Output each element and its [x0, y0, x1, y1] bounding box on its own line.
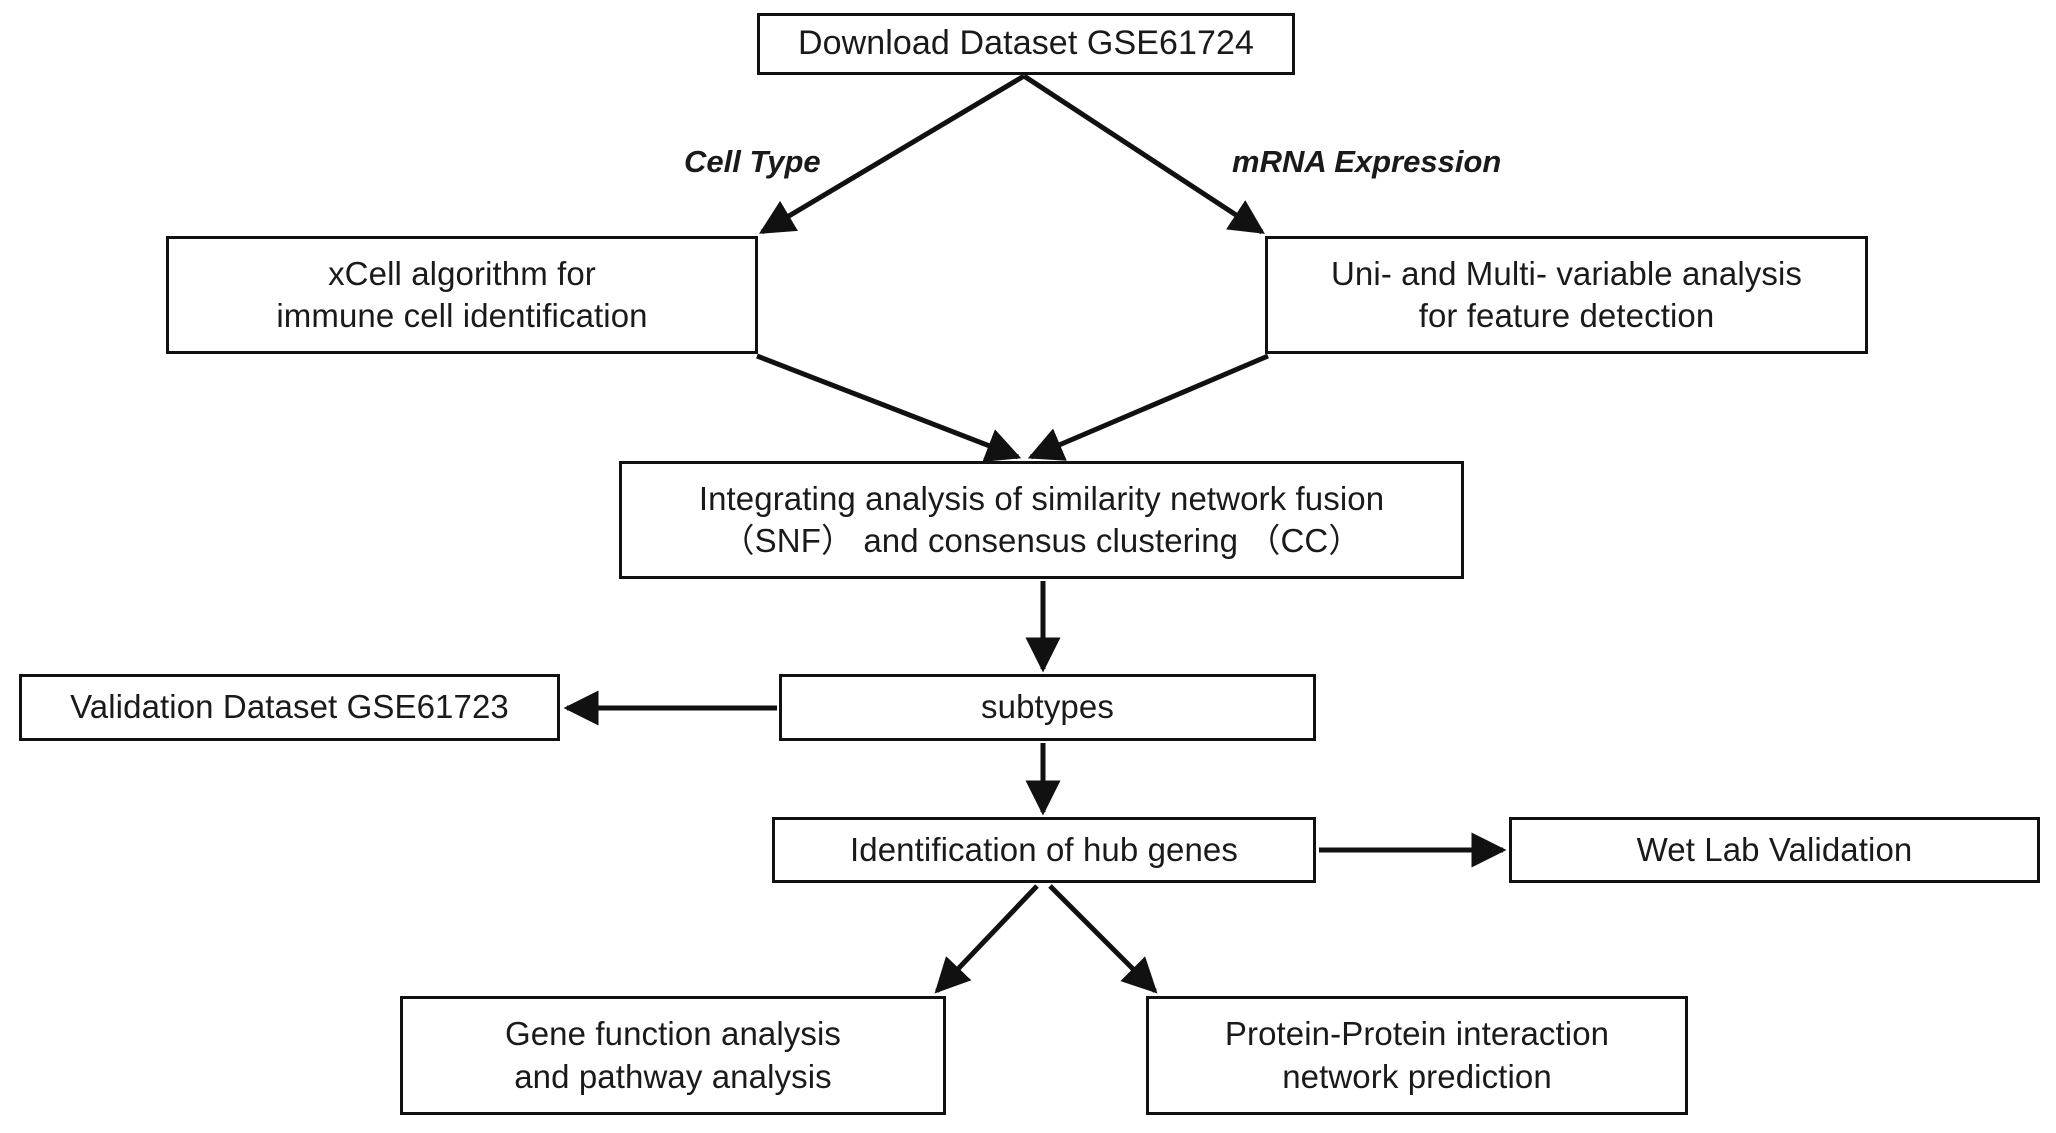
node-identification-of-hub-genes[interactable]: Identification of hub genes [772, 817, 1316, 883]
node-uni-multi-variable-analysis-label: Uni- and Multi- variable analysis for fe… [1331, 254, 1802, 334]
node-protein-protein-interaction-label: Protein-Protein interaction network pred… [1224, 1015, 1610, 1095]
node-integrating-analysis-label: Integrating analysis of similarity netwo… [698, 479, 1385, 559]
node-xcell-algorithm[interactable]: xCell algorithm for immune cell identifi… [166, 236, 758, 354]
node-subtypes-label: subtypes [981, 688, 1114, 726]
node-download-dataset[interactable]: Download Dataset GSE61724 [757, 13, 1295, 75]
node-download-dataset-label: Download Dataset GSE61724 [797, 24, 1255, 63]
node-validation-dataset[interactable]: Validation Dataset GSE61723 [19, 674, 560, 741]
edge-unimulti-to-integrate [1027, 353, 1269, 461]
node-wet-lab-validation-label: Wet Lab Validation [1636, 830, 1913, 868]
edge-label-cell-type: Cell Type [684, 144, 821, 179]
node-identification-of-hub-genes-label: Identification of hub genes [850, 830, 1238, 868]
node-uni-multi-variable-analysis[interactable]: Uni- and Multi- variable analysis for fe… [1265, 236, 1868, 354]
edge-xcell-to-integrate [756, 353, 1022, 462]
edge-hubgenes-to-genefunc [934, 884, 1039, 994]
node-protein-protein-interaction[interactable]: Protein-Protein interaction network pred… [1146, 996, 1688, 1115]
node-gene-function-analysis[interactable]: Gene function analysis and pathway analy… [400, 996, 946, 1115]
edge-label-mrna-expression: mRNA Expression [1232, 144, 1502, 179]
node-validation-dataset-label: Validation Dataset GSE61723 [70, 688, 509, 726]
node-integrating-analysis[interactable]: Integrating analysis of similarity netwo… [619, 461, 1464, 579]
node-xcell-algorithm-label: xCell algorithm for immune cell identifi… [276, 254, 648, 334]
edge-hubgenes-to-ppi [1048, 884, 1158, 994]
edge-download-to-unimulti [1022, 73, 1265, 235]
node-subtypes[interactable]: subtypes [779, 674, 1316, 741]
node-gene-function-analysis-label: Gene function analysis and pathway analy… [504, 1015, 842, 1095]
node-wet-lab-validation[interactable]: Wet Lab Validation [1509, 817, 2040, 883]
